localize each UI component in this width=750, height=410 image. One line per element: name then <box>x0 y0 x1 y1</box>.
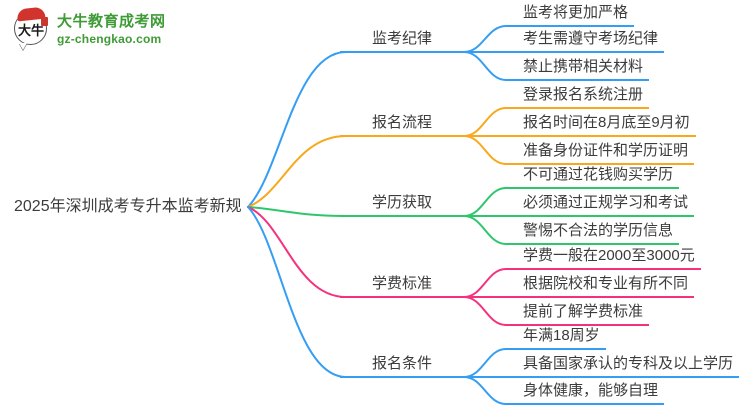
leaf-node[interactable]: 准备身份证件和学历证明 <box>505 139 695 165</box>
connector-curve <box>247 51 347 208</box>
cow-mascot-icon: 大牛 <box>14 6 50 52</box>
connector-curve <box>463 135 507 165</box>
brand-name: 大牛教育成考网 <box>57 13 166 31</box>
branch-node-baomingliucheng[interactable]: 报名流程 <box>340 111 464 137</box>
central-topic-node[interactable]: 2025年深圳成考专升本监考新规 <box>14 198 242 215</box>
brand-domain: gz-chengkao.com <box>57 31 162 46</box>
branch-node-jiankaojilv[interactable]: 监考纪律 <box>340 27 464 53</box>
connector-curve <box>247 206 347 217</box>
leaf-node[interactable]: 不可通过花钱购买学历 <box>505 163 680 189</box>
connector-curve <box>463 25 507 53</box>
connector-curve <box>463 51 507 81</box>
leaf-node[interactable]: 监考将更加严格 <box>505 1 635 27</box>
branch5-connectors <box>247 206 507 405</box>
leaf-node[interactable]: 具备国家承认的专科及以上学历 <box>505 352 740 378</box>
connector-curve <box>463 376 507 405</box>
leaf-node[interactable]: 身体健康，能够自理 <box>505 379 665 405</box>
branch4-connectors <box>247 206 507 326</box>
leaf-node[interactable]: 年满18周岁 <box>505 324 606 350</box>
connector-curve <box>247 135 347 208</box>
branch3-connectors <box>247 187 507 245</box>
logo-text-block: 大牛教育成考网 gz-chengkao.com <box>57 14 166 46</box>
branch-node-xuefeibiaozhun[interactable]: 学费标准 <box>340 272 464 298</box>
leaf-node[interactable]: 考生需遵守考场纪律 <box>505 27 665 53</box>
connector-curve <box>463 107 507 137</box>
branch2-connectors <box>247 107 507 208</box>
branch-node-xuelihuoqu[interactable]: 学历获取 <box>340 191 464 217</box>
leaf-node[interactable]: 禁止携带相关材料 <box>505 55 650 81</box>
red-seal-shape <box>41 17 48 26</box>
branch-node-baomingtiaojian[interactable]: 报名条件 <box>340 352 464 378</box>
leaf-node[interactable]: 根据院校和专业有所不同 <box>505 272 695 298</box>
leaf-node[interactable]: 报名时间在8月底至9月初 <box>505 111 696 137</box>
connector-curve <box>463 348 507 378</box>
branch1-connectors <box>247 25 507 208</box>
connector-curve <box>247 206 347 298</box>
leaf-node[interactable]: 登录报名系统注册 <box>505 83 650 109</box>
leaf-node[interactable]: 必须通过正规学习和考试 <box>505 191 695 217</box>
leaf-node[interactable]: 学费一般在2000至3000元 <box>505 244 701 270</box>
connector-curve <box>247 206 347 378</box>
leaf-node[interactable]: 提前了解学费标准 <box>505 300 650 326</box>
site-logo[interactable]: 大牛 大牛教育成考网 gz-chengkao.com <box>14 6 166 52</box>
connector-curve <box>463 187 507 217</box>
connector-curve <box>463 268 507 298</box>
logo-icon-text: 大牛 <box>18 23 45 38</box>
connector-curve <box>463 296 507 326</box>
leaf-node[interactable]: 警惕不合法的学历信息 <box>505 219 680 245</box>
connector-curve <box>463 215 507 245</box>
bubble-tail-shape <box>19 43 27 50</box>
